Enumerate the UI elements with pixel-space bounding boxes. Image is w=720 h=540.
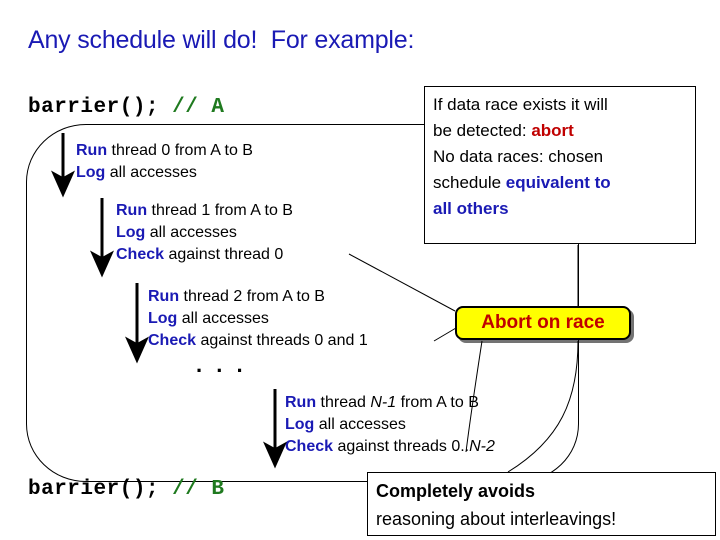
step-keyword: Run [148,288,180,305]
conclusion-line-1: Completely avoids [376,481,536,501]
info-box-race-detection: If data race exists it will be detected:… [424,86,696,244]
step-text: thread N-1 from A to B [316,394,479,411]
conclusion-box: Completely avoids reasoning about interl… [367,472,716,536]
step-line: Log all accesses [285,414,495,436]
barrier-b-comment: // B [172,478,225,501]
info-allothers-emphasis: all others [433,199,509,218]
step-line: Run thread N-1 from A to B [285,392,495,414]
step-keyword: Check [116,246,165,263]
info-line-4-plain: schedule [433,173,506,192]
barrier-b-call: barrier(); [28,478,173,501]
step-keyword: Check [148,332,197,349]
step-block-thread-n-1: Run thread N-1 from A to B Log all acces… [285,392,495,458]
abort-on-race-badge: Abort on race [455,306,631,340]
info-line-1: If data race exists it will [433,95,608,114]
step-line: Log all accesses [148,308,368,330]
step-text: against threads 0..N-2 [333,438,495,455]
step-keyword: Log [148,310,178,327]
info-equivalent-emphasis: equivalent to [505,173,611,192]
step-block-thread-0: Run thread 0 from A to B Log all accesse… [76,140,253,184]
step-keyword: Log [76,164,106,181]
step-text: against thread 0 [164,246,284,263]
info-line-4: schedule equivalent to [433,170,687,196]
page-title: Any schedule will do! For example: [28,26,415,54]
step-line: Run thread 2 from A to B [148,286,368,308]
ellipsis-continuation: . . . [196,352,247,377]
step-text: all accesses [177,310,269,327]
step-line: Check against threads 0..N-2 [285,436,495,458]
loop-body-outline [26,124,579,482]
step-text: thread 0 from A to B [107,142,253,159]
abort-on-race-label: Abort on race [481,312,605,333]
step-line: Log all accesses [116,222,293,244]
info-line-5: all others [433,196,687,222]
code-line-barrier-b: barrier(); // B [28,478,225,501]
barrier-a-call: barrier(); [28,96,173,119]
step-line: Check against thread 0 [116,244,293,266]
step-keyword: Run [285,394,317,411]
step-line: Run thread 1 from A to B [116,200,293,222]
info-line-3: No data races: chosen [433,147,604,166]
step-text: all accesses [145,224,237,241]
step-text: thread 2 from A to B [179,288,325,305]
step-block-thread-1: Run thread 1 from A to B Log all accesse… [116,200,293,266]
info-abort-emphasis: abort [531,121,574,140]
step-line: Log all accesses [76,162,253,184]
step-text: all accesses [105,164,197,181]
step-line: Run thread 0 from A to B [76,140,253,162]
code-line-barrier-a: barrier(); // A [28,96,225,119]
step-text: all accesses [314,416,406,433]
step-block-thread-2: Run thread 2 from A to B Log all accesse… [148,286,368,352]
step-text: against threads 0 and 1 [196,332,368,349]
step-text: thread 1 from A to B [147,202,293,219]
step-keyword: Check [285,438,334,455]
barrier-a-comment: // A [172,96,225,119]
conclusion-line-2: reasoning about interleavings! [376,509,617,529]
step-keyword: Run [76,142,108,159]
step-keyword: Log [285,416,315,433]
step-keyword: Log [116,224,146,241]
info-line-2: be detected: abort [433,118,687,144]
step-keyword: Run [116,202,148,219]
step-line: Check against threads 0 and 1 [148,330,368,352]
info-line-2-plain: be detected: [433,121,532,140]
